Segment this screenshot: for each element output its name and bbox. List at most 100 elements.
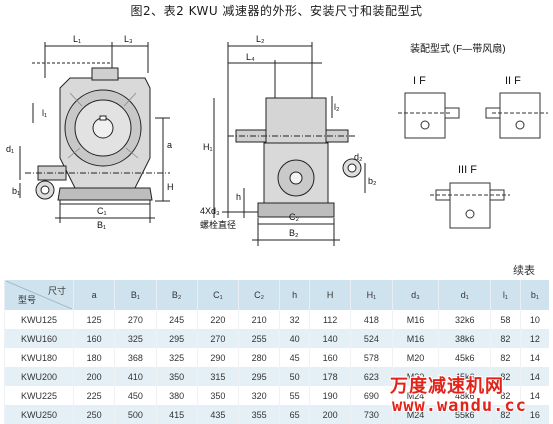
model-cell: KWU250 [4, 405, 74, 424]
table-cell: 435 [196, 405, 239, 424]
table-row: KWU125 125 270 245 220 210 32 112 418 M1… [4, 310, 549, 329]
table-cell: 55 [279, 386, 310, 405]
label-l2: l₂ [334, 102, 340, 112]
col-header: l₁ [490, 280, 521, 310]
table-cell: 32 [279, 310, 310, 329]
table-cell: 623 [350, 367, 393, 386]
table-cell: 82 [490, 348, 521, 367]
table-cell: 50 [279, 367, 310, 386]
table-cell: 180 [72, 348, 115, 367]
table-cell: 270 [114, 310, 156, 329]
table-cell: 225 [72, 386, 115, 405]
type-2f: II F [505, 75, 521, 87]
col-header: a [72, 280, 115, 310]
table-cell: 578 [350, 348, 393, 367]
table-cell: M24 [391, 386, 439, 405]
table-cell: 210 [237, 310, 280, 329]
model-cell: KWU125 [4, 310, 74, 329]
table-cell: 45k6 [438, 367, 491, 386]
label-l1: l₁ [42, 108, 47, 118]
table-cell: 220 [196, 310, 239, 329]
table-cell: 82 [490, 329, 521, 348]
col-header: h [279, 280, 310, 310]
watermark-url: www.wandu.cc [392, 396, 527, 416]
col-header: H₁ [350, 280, 393, 310]
col-header: B₂ [155, 280, 198, 310]
table-cell: 112 [309, 310, 351, 329]
table-cell: 315 [196, 367, 239, 386]
label-H1: H₁ [203, 142, 213, 152]
table-cell: 355 [237, 405, 280, 424]
model-cell: KWU180 [4, 348, 74, 367]
label-H: H [167, 182, 174, 192]
table-cell: 12 [519, 329, 549, 348]
table-cell: 280 [237, 348, 280, 367]
table-cell: 500 [114, 405, 156, 424]
label-B1: B₁ [97, 220, 106, 230]
table-row: KWU160 160 325 295 270 255 40 140 524 M1… [4, 329, 549, 348]
table-cell: 160 [309, 348, 351, 367]
label-b1: b₁ [12, 186, 20, 196]
label-d1: d₁ [6, 144, 14, 154]
table-cell: 450 [114, 386, 156, 405]
table-cell: 290 [196, 348, 239, 367]
table-cell: 125 [72, 310, 115, 329]
table-cell: 58 [490, 310, 521, 329]
table-row: KWU180 180 368 325 290 280 45 160 578 M2… [4, 348, 549, 367]
label-bolt-dia: 4Xd₃ [200, 206, 220, 216]
table-cell: 295 [155, 329, 198, 348]
table-cell: 32k6 [438, 310, 491, 329]
table-cell: 82 [490, 386, 521, 405]
table-cell: 325 [155, 348, 198, 367]
label-d2: d₂ [354, 152, 363, 162]
label-a: a [167, 140, 172, 150]
label-bolt: 螺栓直径 [200, 219, 236, 230]
table-cell: 418 [350, 310, 393, 329]
figure-caption: 图2、表2 KWU 减速器的外形、安装尺寸和装配型式 [130, 4, 423, 18]
model-cell: KWU200 [4, 367, 74, 386]
table-cell: M24 [391, 405, 439, 424]
table-cell: 250 [72, 405, 115, 424]
table-cell: 82 [490, 367, 521, 386]
table-row: KWU200 200 410 350 315 295 50 178 623 M2… [4, 367, 549, 386]
table-cell: 245 [155, 310, 198, 329]
corner-header: 尺寸 型号 [4, 280, 74, 310]
label-L1: L₁ [73, 34, 81, 44]
corner-model-label: 型号 [18, 295, 37, 305]
table-cell: 10 [519, 310, 549, 329]
table-cell: 40 [279, 329, 310, 348]
table-cell: 350 [196, 386, 239, 405]
label-L2: L₂ [256, 34, 265, 44]
model-cell: KWU225 [4, 386, 74, 405]
table-cell: 14 [519, 367, 549, 386]
table-cell: 320 [237, 386, 280, 405]
table-cell: 368 [114, 348, 156, 367]
table-cell: 295 [237, 367, 280, 386]
table-cell: 415 [155, 405, 198, 424]
table-cell: 14 [519, 348, 549, 367]
assembly-title: 装配型式 (F—带风扇) [410, 42, 506, 55]
table-cell: 160 [72, 329, 115, 348]
table-cell: 200 [309, 405, 351, 424]
continued-label: 续表 [513, 264, 535, 277]
col-header: b₁ [519, 280, 549, 310]
table-cell: 16 [519, 405, 549, 424]
table-cell: 255 [237, 329, 280, 348]
table-cell: 45k6 [438, 348, 491, 367]
reducer-drawing: L₁ L₃ l₁ d₁ b₁ a H C₁ B₁ L₂ L₄ l₂ H₁ h C… [6, 34, 548, 246]
col-header: d₃ [391, 280, 439, 310]
model-cell: KWU160 [4, 329, 74, 348]
table-cell: M16 [391, 329, 439, 348]
table-row: KWU225 225 450 380 350 320 55 190 690 M2… [4, 386, 549, 405]
watermark-title: 万度减速机网 [390, 376, 504, 397]
type-1f: I F [413, 75, 426, 87]
table-cell: 140 [309, 329, 351, 348]
col-header: d₁ [438, 280, 491, 310]
table-cell: 350 [155, 367, 198, 386]
label-b2: b₂ [368, 176, 377, 186]
table-cell: 38k6 [438, 329, 491, 348]
dimensions-table: 尺寸 型号 a B₁ B₂ C₁ C₂ h H H₁ d₃ d₁ l₁ b₁ K… [4, 280, 549, 424]
label-L3: L₃ [124, 34, 133, 44]
table-cell: 524 [350, 329, 393, 348]
table-cell: 14 [519, 386, 549, 405]
